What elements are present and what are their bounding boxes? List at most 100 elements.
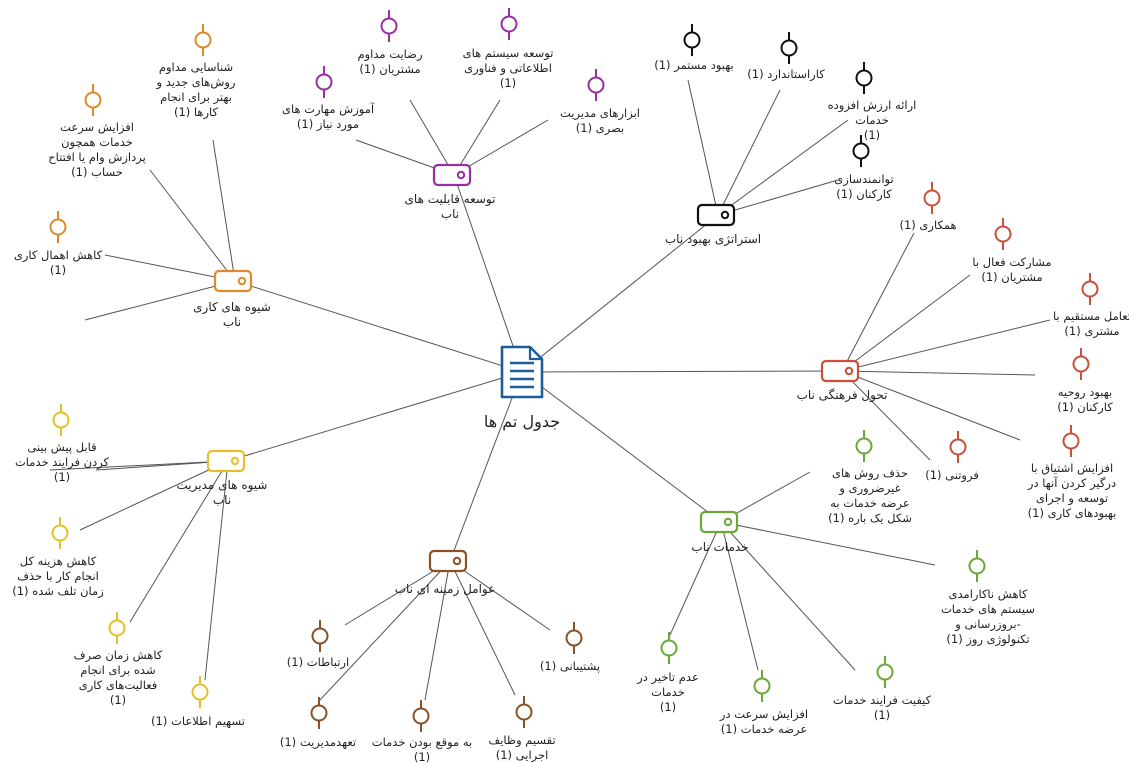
link-svc5 bbox=[669, 521, 722, 636]
node-label-line: شناسایی مداوم bbox=[159, 60, 233, 75]
pin-icon bbox=[876, 656, 894, 688]
node-label-line: شده برای انجام bbox=[80, 663, 155, 678]
node-ctx5[interactable]: پشتیبانی (1) bbox=[540, 622, 600, 673]
node-label-line: خدمات bbox=[855, 113, 889, 127]
theme-label-line: خدمات ناب bbox=[691, 540, 748, 554]
node-ctx3[interactable]: به موقع بودن خدمات(1) bbox=[372, 700, 472, 763]
tag-icon[interactable] bbox=[428, 549, 468, 573]
tag-icon[interactable] bbox=[820, 359, 860, 383]
pin-icon bbox=[923, 182, 941, 214]
node-label: کیفیت فرایند خدمات(1) bbox=[833, 693, 932, 722]
theme-strategy[interactable]: استراتژی بهبود ناب bbox=[665, 203, 761, 247]
tag-icon[interactable] bbox=[213, 269, 253, 293]
node-ctx1[interactable]: ارتباطات (1) bbox=[287, 620, 349, 670]
theme-label-line: ناب bbox=[223, 315, 241, 329]
node-label: کاهش اهمال کاری(1) bbox=[14, 248, 103, 277]
node-label-line: بهبود مستمر (1) bbox=[654, 58, 734, 73]
tag-icon[interactable] bbox=[696, 203, 736, 227]
pin-icon bbox=[1072, 348, 1090, 380]
node-label-line: ارتباطات (1) bbox=[287, 655, 349, 670]
document-icon bbox=[500, 345, 544, 399]
node-wrk3[interactable]: کاهش اهمال کاری(1) bbox=[14, 211, 103, 277]
tag-icon[interactable] bbox=[432, 163, 472, 187]
node-label-line: اجرایی (1) bbox=[496, 748, 549, 763]
theme-label-line: ناب bbox=[441, 207, 459, 221]
node-label-line: زمان تلف شده (1) bbox=[12, 584, 104, 599]
link-wrk2 bbox=[149, 169, 236, 282]
node-cul1[interactable]: همکاری (1) bbox=[899, 182, 957, 233]
pin-icon bbox=[994, 218, 1012, 250]
node-label-line: بهبودهای کاری (1) bbox=[1028, 506, 1117, 521]
node-label-line: کردن فرایند خدمات bbox=[15, 455, 110, 470]
theme-label-line: توسعه قابلیت های bbox=[405, 192, 496, 207]
pin-icon bbox=[587, 69, 605, 101]
node-label-line: توسعه و اجرای bbox=[1036, 491, 1108, 506]
link-cul4 bbox=[841, 370, 1036, 376]
pin-icon bbox=[52, 404, 70, 436]
node-mgt4[interactable]: تسهیم اطلاعات (1) bbox=[151, 676, 245, 728]
link-str3 bbox=[717, 119, 849, 216]
node-label-line: پردازش وام یا افتتاح bbox=[48, 150, 146, 165]
connector-lines bbox=[49, 79, 1051, 701]
pin-icon bbox=[855, 430, 873, 462]
theme-context[interactable]: عوامل زمینه ای ناب bbox=[395, 549, 496, 597]
link-cul6 bbox=[841, 370, 931, 461]
theme-label: عوامل زمینه ای ناب bbox=[395, 582, 496, 597]
tag-icon[interactable] bbox=[699, 510, 739, 534]
node-label-line: کارکنان (1) bbox=[1057, 400, 1113, 415]
node-str2[interactable]: کاراستاندارد (1) bbox=[747, 32, 825, 82]
node-label-line: -بروزرسانی و bbox=[954, 617, 1021, 632]
link-root-strategy bbox=[521, 214, 719, 373]
root-node[interactable]: جدول تم ها bbox=[484, 345, 560, 432]
node-str1[interactable]: بهبود مستمر (1) bbox=[654, 24, 734, 73]
link-mgt3 bbox=[129, 460, 229, 623]
node-svc3[interactable]: کیفیت فرایند خدمات(1) bbox=[833, 656, 932, 722]
link-mgt2 bbox=[79, 460, 229, 531]
pin-icon bbox=[515, 696, 533, 728]
node-label-line: قابل پیش بینی bbox=[27, 440, 96, 455]
link-str4 bbox=[717, 179, 839, 216]
node-ctx2[interactable]: تعهدمدیریت (1) bbox=[280, 697, 356, 750]
link-cul3 bbox=[841, 319, 1051, 372]
node-label-line: تقسیم وظایف bbox=[488, 733, 555, 748]
tag-icon[interactable] bbox=[206, 449, 246, 473]
theme-culture[interactable]: تحول فرهنگی ناب bbox=[797, 359, 888, 403]
node-label-line: حساب (1) bbox=[71, 165, 123, 179]
node-label-line: مورد نیاز (1) bbox=[297, 117, 359, 132]
node-cul6[interactable]: فروتنی (1) bbox=[925, 431, 979, 483]
node-label-line: فعالیت‌های کاری bbox=[79, 678, 158, 693]
pin-icon bbox=[315, 66, 333, 98]
theme-services[interactable]: خدمات ناب bbox=[691, 510, 749, 554]
node-label-line: تسهیم اطلاعات (1) bbox=[151, 714, 245, 728]
node-label-line: عدم تاخیر در bbox=[636, 670, 699, 685]
theme-label-line: شیوه های مدیریت bbox=[177, 478, 268, 493]
